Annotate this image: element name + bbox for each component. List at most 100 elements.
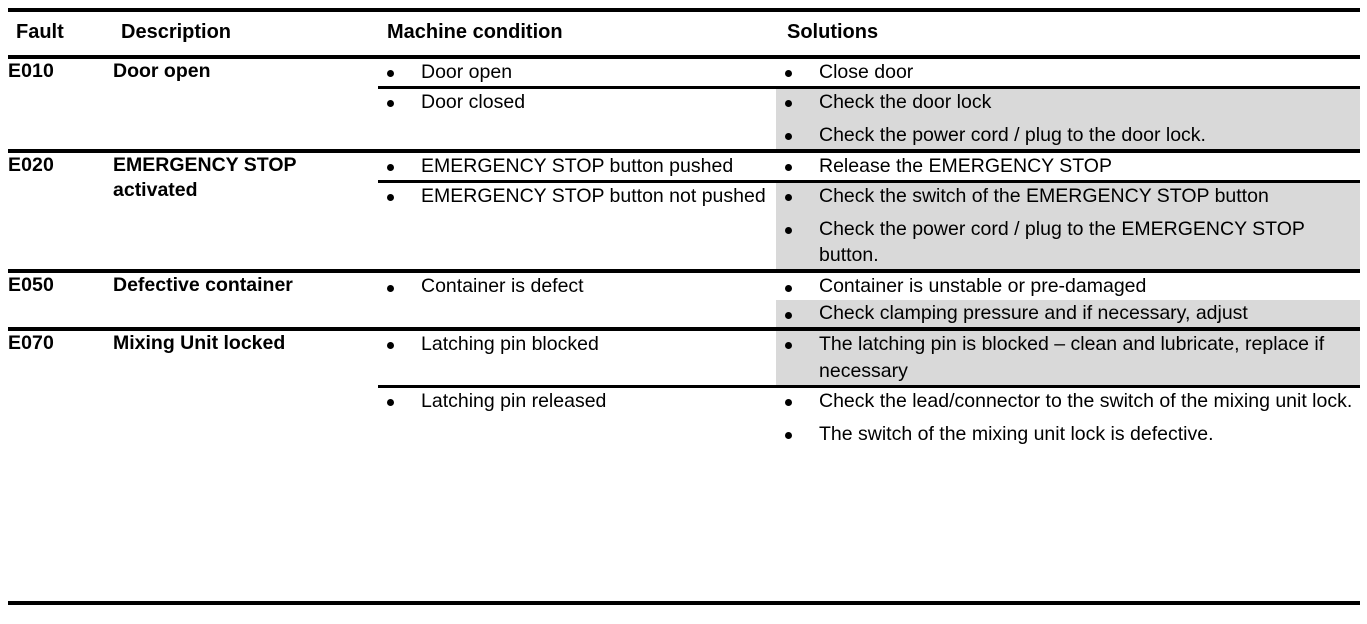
bullet-icon [785, 70, 792, 78]
bullet-icon [387, 100, 394, 108]
solutions-cell-shaded: Check clamping pressure and if necessary… [776, 300, 1360, 330]
table-header: Fault Description Machine condition Solu… [8, 8, 1360, 59]
list-item: Release the EMERGENCY STOP [776, 153, 1360, 180]
solutions-cell-shaded: Check the door lock Check the power cord… [776, 85, 1360, 151]
table-row: Latching pin released Check the lead/con… [8, 384, 1360, 448]
list-item: Check the power cord / plug to the EMERG… [776, 216, 1360, 270]
fault-group-e010: E010 Door open Door open Close door Door… [8, 57, 1360, 151]
list-item-text: Check clamping pressure and if necessary… [819, 302, 1248, 325]
fault-description: Door open [113, 60, 211, 82]
list-item: Check the switch of the EMERGENCY STOP b… [776, 183, 1360, 210]
list-item-text: The switch of the mixing unit lock is de… [819, 422, 1214, 445]
list-item: EMERGENCY STOP button pushed [378, 153, 776, 180]
fault-code: E070 [8, 327, 113, 448]
list-item-text: EMERGENCY STOP button not pushed [421, 184, 766, 207]
table-row: E020 EMERGENCY STOP activated EMERGENCY … [8, 148, 1360, 272]
condition-list: Container is defect [378, 273, 776, 300]
bullet-icon [387, 70, 394, 78]
bullet-icon [785, 311, 792, 319]
bullet-icon [785, 226, 792, 234]
list-item-text: Door closed [421, 90, 526, 113]
bullet-icon [387, 164, 394, 172]
bullet-icon [387, 193, 394, 201]
list-item: The latching pin is blocked – clean and … [776, 331, 1360, 385]
list-item-text: Container is defect [421, 275, 584, 298]
bullet-icon [785, 342, 792, 350]
empty-condition-placeholder [378, 300, 776, 327]
column-header-description: Description [113, 8, 378, 59]
bullet-icon [387, 342, 394, 350]
list-item: Check the door lock [776, 89, 1360, 116]
list-item: EMERGENCY STOP button not pushed [378, 183, 776, 210]
list-item-text: Door open [421, 61, 513, 83]
solutions-cell-shaded: The latching pin is blocked – clean and … [776, 327, 1360, 387]
table-row: Check clamping pressure and if necessary… [8, 300, 1360, 330]
machine-condition-cell: Latching pin released [378, 384, 776, 448]
list-item-text: Check the door lock [819, 90, 992, 113]
bullet-icon [785, 100, 792, 108]
solution-list: Check the switch of the EMERGENCY STOP b… [776, 183, 1360, 270]
bullet-icon [785, 133, 792, 141]
solution-list: Release the EMERGENCY STOP [776, 153, 1360, 180]
bullet-icon [387, 399, 394, 407]
list-item-text: Latching pin blocked [421, 333, 599, 356]
list-item-text: Check the power cord / plug to the door … [819, 123, 1206, 146]
machine-condition-cell-empty [378, 300, 776, 329]
machine-condition-cell: Latching pin blocked [378, 327, 776, 387]
fault-description: Defective container [113, 269, 378, 330]
list-item: Container is unstable or pre-damaged [776, 273, 1360, 300]
machine-condition-cell: Door closed [378, 85, 776, 151]
condition-list: Door closed [378, 89, 776, 116]
solutions-cell-shaded: Check the switch of the EMERGENCY STOP b… [776, 179, 1360, 272]
column-header-solutions: Solutions [776, 8, 1360, 59]
list-item: Latching pin blocked [378, 331, 776, 358]
machine-condition-cell: EMERGENCY STOP button not pushed [378, 179, 776, 272]
condition-list: Latching pin blocked [378, 331, 776, 358]
list-item: Check clamping pressure and if necessary… [776, 300, 1360, 327]
list-item-text: Close door [819, 61, 914, 83]
list-item-text: Container is unstable or pre-damaged [819, 275, 1147, 298]
list-item-text: EMERGENCY STOP button pushed [421, 154, 734, 177]
bullet-icon [785, 432, 792, 440]
fault-troubleshooting-table: Fault Description Machine condition Solu… [8, 8, 1360, 448]
header-row: Fault Description Machine condition Solu… [8, 8, 1360, 59]
machine-condition-cell: Door open [378, 57, 776, 87]
table-row: Door closed Check the door lock Check th… [8, 85, 1360, 151]
bullet-icon [785, 284, 792, 292]
fault-code: E010 [8, 60, 54, 82]
list-item: Check the power cord / plug to the door … [776, 122, 1360, 149]
list-item: The switch of the mixing unit lock is de… [776, 421, 1360, 448]
list-item: Check the lead/connector to the switch o… [776, 388, 1360, 415]
list-item: Container is defect [378, 273, 776, 300]
solutions-cell: Container is unstable or pre-damaged [776, 269, 1360, 301]
list-item-text: Release the EMERGENCY STOP [819, 154, 1112, 177]
bullet-icon [785, 164, 792, 172]
condition-list: EMERGENCY STOP button not pushed [378, 183, 776, 210]
table-row: E070 Mixing Unit locked Latching pin blo… [8, 327, 1360, 448]
machine-condition-cell: EMERGENCY STOP button pushed [378, 148, 776, 182]
list-item-text: Check the power cord / plug to the EMERG… [819, 217, 1305, 267]
column-header-machine-condition: Machine condition [378, 8, 776, 59]
solution-list: The latching pin is blocked – clean and … [776, 331, 1360, 385]
table-bottom-rule [8, 601, 1360, 605]
list-item: Close door [776, 59, 1360, 86]
condition-list: Door open [378, 59, 776, 86]
machine-condition-cell: Container is defect [378, 269, 776, 301]
bullet-icon [785, 399, 792, 407]
fault-description: EMERGENCY STOP activated [113, 148, 378, 272]
list-item: Door open [378, 59, 776, 86]
fault-group-e020: E020 EMERGENCY STOP activated EMERGENCY … [8, 148, 1360, 272]
solution-list: Check clamping pressure and if necessary… [776, 300, 1360, 327]
list-item-text: Check the lead/connector to the switch o… [819, 389, 1353, 412]
list-item-text: The latching pin is blocked – clean and … [819, 333, 1325, 383]
list-item: Latching pin released [378, 388, 776, 415]
bullet-icon [387, 284, 394, 292]
list-item-text: Check the switch of the EMERGENCY STOP b… [819, 184, 1269, 207]
solutions-cell: Release the EMERGENCY STOP [776, 148, 1360, 182]
fault-group-e070: E070 Mixing Unit locked Latching pin blo… [8, 327, 1360, 448]
fault-code: E020 [8, 148, 113, 272]
solution-list: Close door [776, 59, 1360, 86]
fault-group-e050: E050 Defective container Container is de… [8, 269, 1360, 330]
solution-list: Check the lead/connector to the switch o… [776, 388, 1360, 448]
